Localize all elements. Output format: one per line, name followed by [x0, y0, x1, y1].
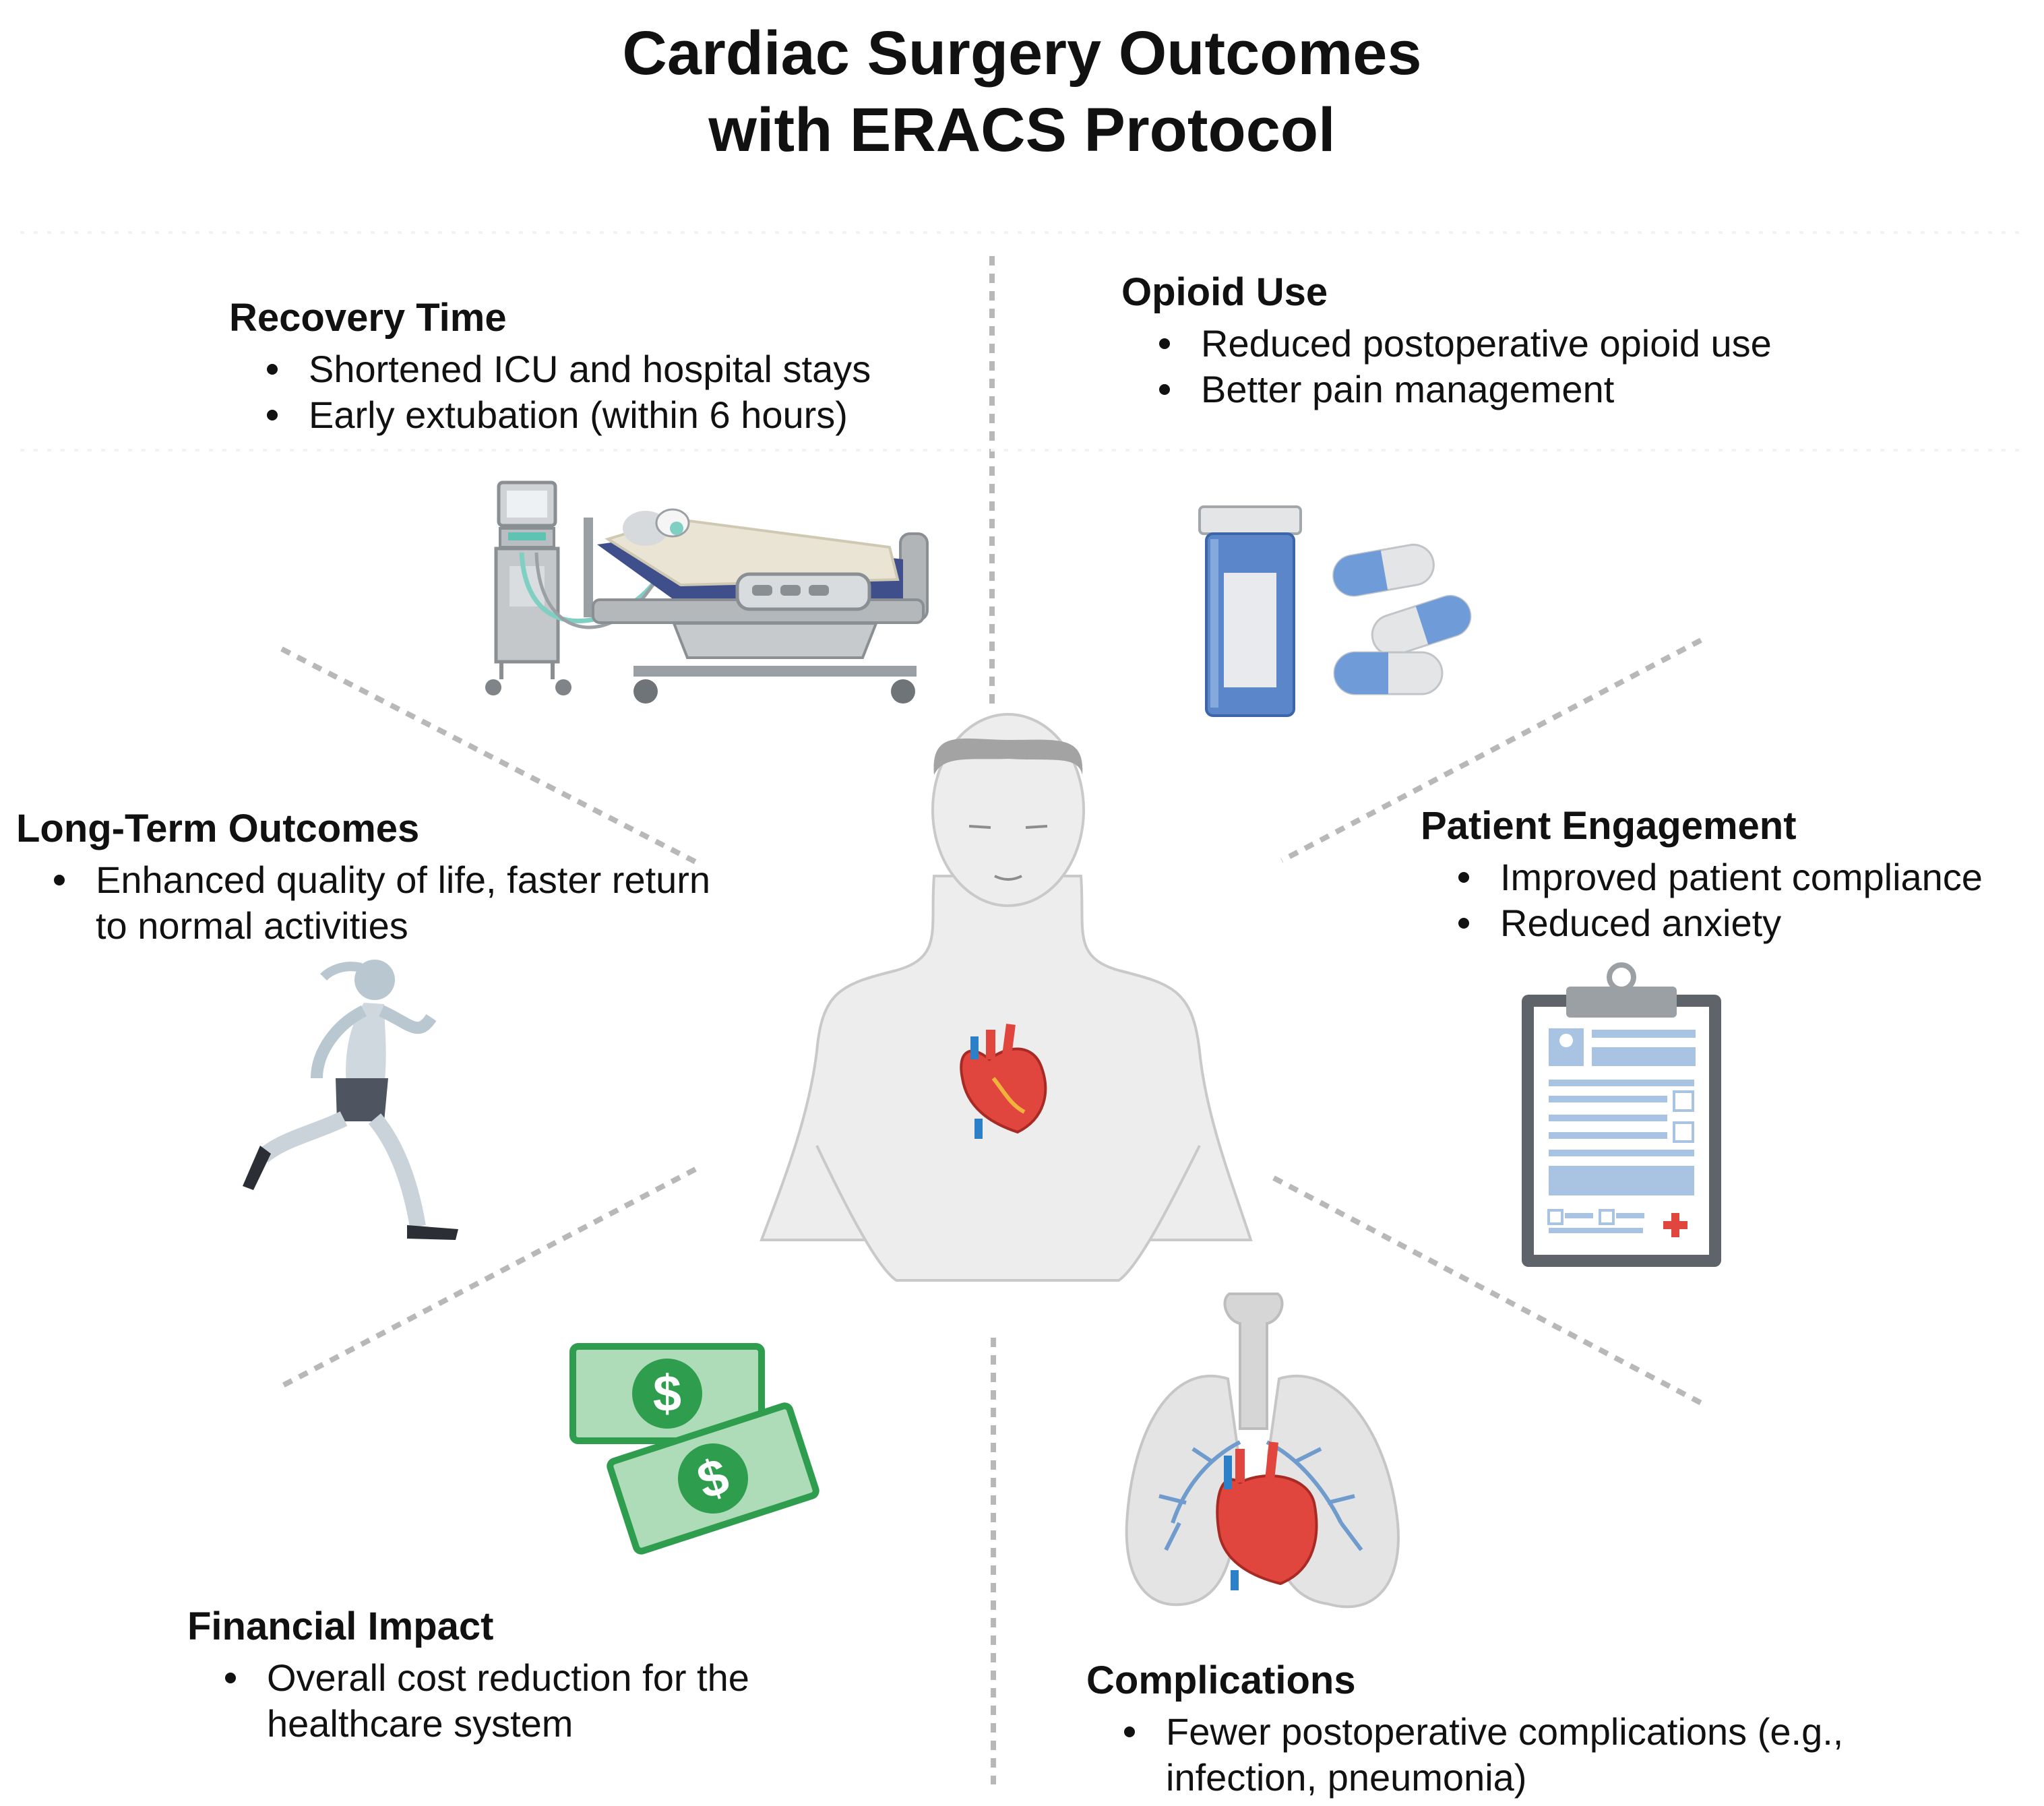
bullet-list: Enhanced quality of life, faster return … — [54, 857, 731, 949]
bullet-item: Enhanced quality of life, faster return … — [54, 857, 731, 949]
section-complications: Complications Fewer postoperative compli… — [1086, 1656, 1861, 1801]
bullet-item: Better pain management — [1159, 367, 1863, 412]
svg-text:$: $ — [653, 1365, 681, 1423]
section-heading: Financial Impact — [187, 1605, 494, 1648]
divider-lower-right — [1272, 1175, 1706, 1408]
bullet-item: Reduced anxiety — [1458, 900, 2041, 946]
icu-bed-ventilator-icon — [485, 480, 929, 704]
divider-upper-left — [280, 646, 702, 867]
bullet-item: Early extubation (within 6 hours) — [267, 392, 970, 438]
dollar-bills-icon: $ $ — [569, 1343, 819, 1555]
bullet-item: Shortened ICU and hospital stays — [267, 346, 970, 392]
section-recovery-time: Recovery Time Shortened ICU and hospital… — [229, 294, 970, 438]
title-line-2: with ERACS Protocol — [708, 96, 1336, 164]
section-heading: Complications — [1086, 1658, 1356, 1702]
lungs-heart-icon — [1125, 1293, 1400, 1609]
bullet-list: Improved patient compliance Reduced anxi… — [1458, 854, 2041, 946]
bullet-list: Fewer postoperative complications (e.g.,… — [1124, 1709, 1861, 1801]
bullet-list: Shortened ICU and hospital stays Early e… — [267, 346, 970, 438]
clipboard-form-icon — [1522, 962, 1721, 1267]
section-patient-engagement: Patient Engagement Improved patient comp… — [1421, 802, 2041, 946]
human-torso-heart-icon — [760, 713, 1253, 1282]
background-bands — [20, 231, 2022, 452]
section-long-term-outcomes: Long-Term Outcomes Enhanced quality of l… — [16, 805, 731, 949]
bullet-item: Improved patient compliance — [1458, 854, 2041, 900]
section-heading: Recovery Time — [229, 296, 507, 340]
section-heading: Long-Term Outcomes — [16, 807, 420, 850]
section-heading: Opioid Use — [1121, 270, 1328, 314]
divider-lines — [276, 256, 1706, 1784]
bullet-item: Overall cost reduction for the healthcar… — [225, 1655, 861, 1747]
bullet-item: Fewer postoperative complications (e.g.,… — [1124, 1709, 1861, 1801]
section-opioid-use: Opioid Use Reduced postoperative opioid … — [1121, 268, 1863, 412]
page-title: Cardiac Surgery Outcomes with ERACS Prot… — [0, 15, 2044, 168]
section-heading: Patient Engagement — [1421, 804, 1797, 848]
divider-upper-right — [1280, 637, 1702, 863]
title-line-1: Cardiac Surgery Outcomes — [622, 19, 1422, 88]
running-woman-icon — [243, 960, 458, 1240]
bullet-item: Reduced postoperative opioid use — [1159, 321, 1863, 367]
bullet-list: Reduced postoperative opioid use Better … — [1159, 321, 1863, 412]
divider-lower-left — [276, 1166, 697, 1391]
pill-bottle-capsules-icon — [1198, 505, 1472, 717]
bullet-list: Overall cost reduction for the healthcar… — [225, 1655, 861, 1747]
section-financial-impact: Financial Impact Overall cost reduction … — [187, 1602, 861, 1747]
